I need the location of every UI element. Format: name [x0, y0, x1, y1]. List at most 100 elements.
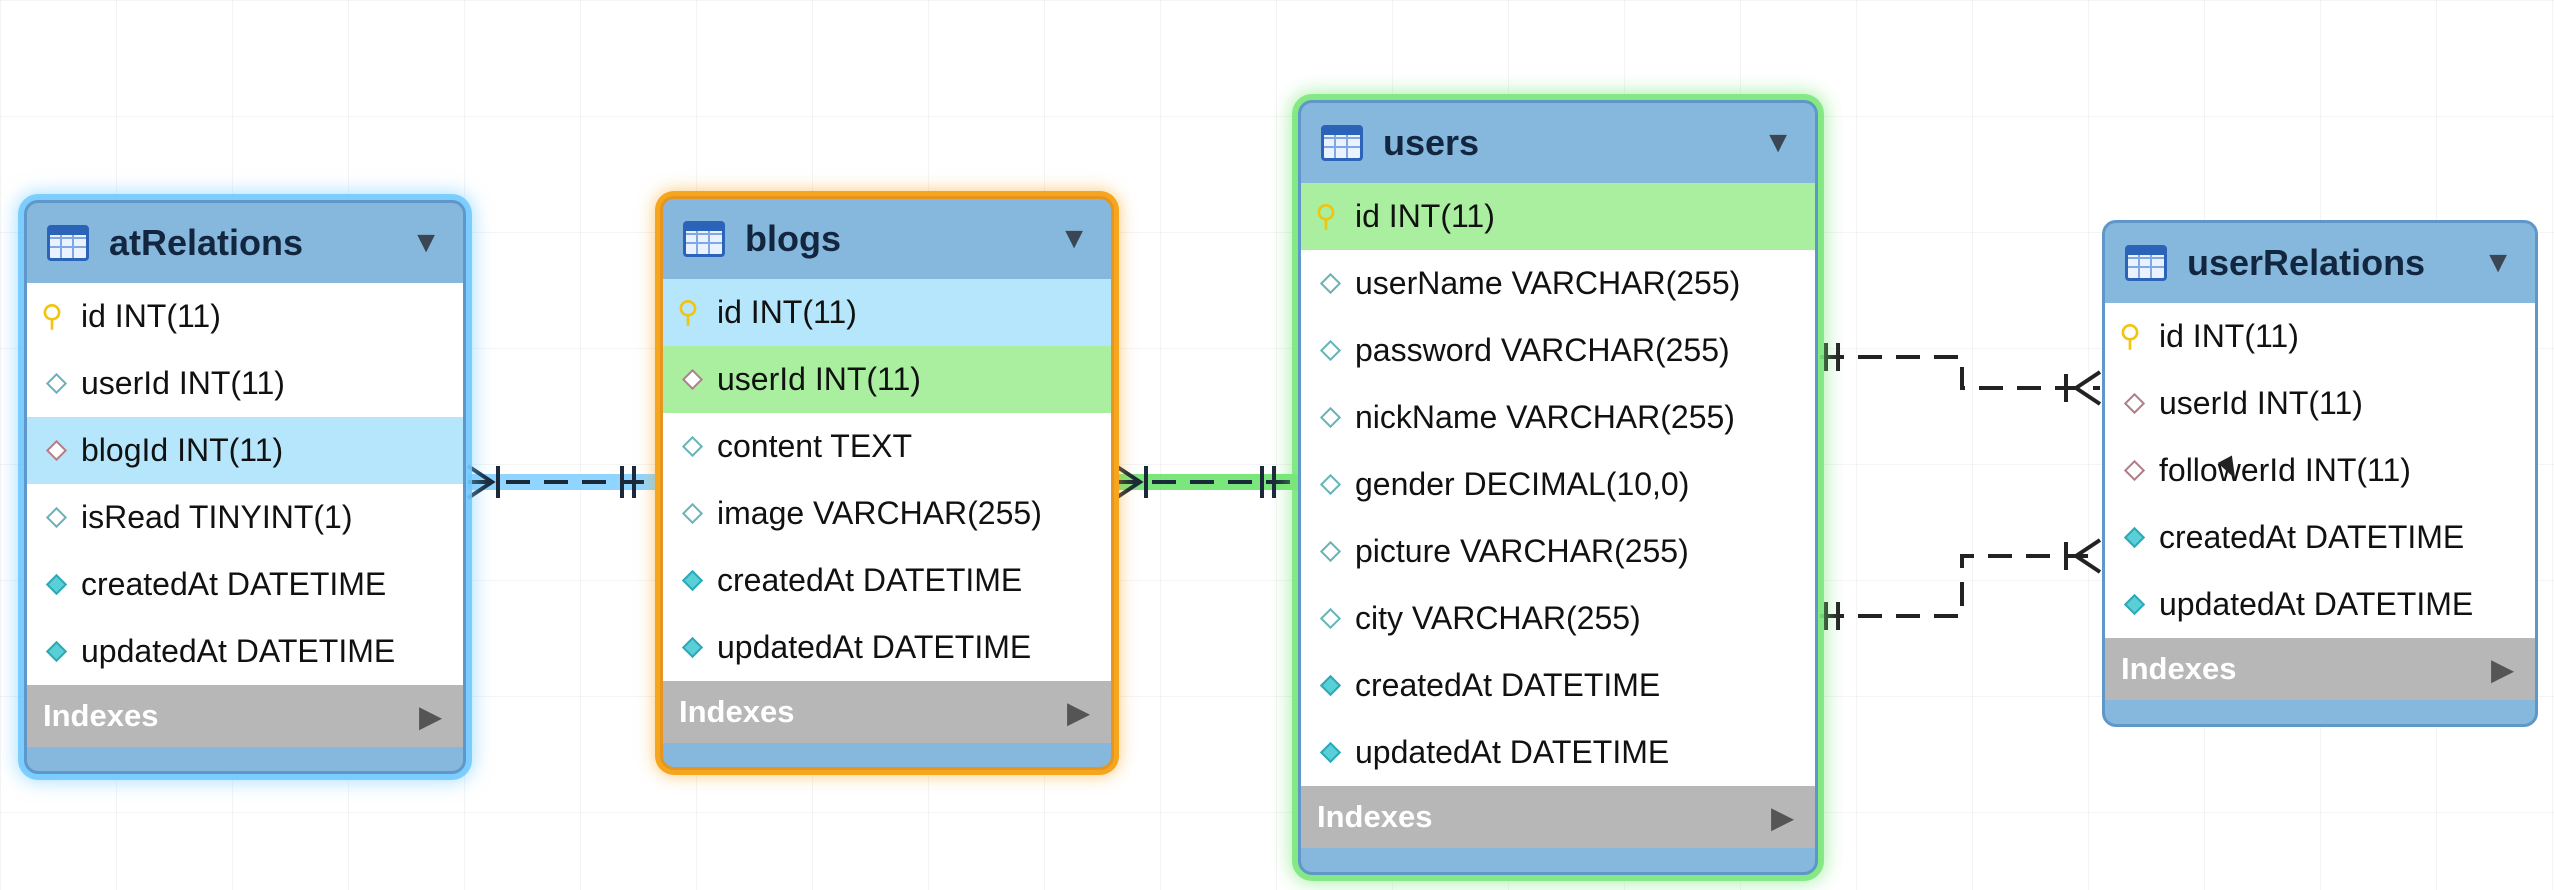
column-label: userId INT(11)	[81, 365, 285, 401]
diamond-icon	[45, 439, 68, 462]
column-row[interactable]: ⚲ id INT(11)	[663, 279, 1111, 346]
column-label: picture VARCHAR(255)	[1355, 533, 1689, 569]
indexes-label: Indexes	[1317, 799, 1433, 834]
table-name: blogs	[745, 218, 841, 259]
column-row[interactable]: isRead TINYINT(1)	[27, 484, 463, 551]
column-row[interactable]: nickName VARCHAR(255)	[1301, 384, 1815, 451]
column-row[interactable]: createdAt DATETIME	[2105, 504, 2535, 571]
column-list: ⚲ id INT(11) userId INT(11) followerId IN…	[2105, 303, 2535, 638]
table-header[interactable]: atRelations ▼	[27, 203, 463, 283]
column-row[interactable]: updatedAt DATETIME	[663, 614, 1111, 681]
triangle-down-icon[interactable]: ▼	[1763, 126, 1793, 159]
diamond-icon	[1319, 406, 1342, 429]
table-header[interactable]: users ▼	[1301, 103, 1815, 183]
column-list: ⚲id INT(11) userId INT(11) blogId INT(11…	[27, 283, 463, 685]
column-row[interactable]: content TEXT	[663, 413, 1111, 480]
key-icon: ⚲	[677, 295, 699, 329]
diamond-icon	[681, 368, 704, 391]
column-list: ⚲id INT(11) userId INT(11) content TEXT …	[663, 279, 1111, 681]
column-label: blogId INT(11)	[81, 432, 284, 468]
column-label: id INT(11)	[1355, 198, 1495, 234]
table-users[interactable]: users ▼ ⚲ id INT(11) userName VARCHAR(255…	[1298, 100, 1818, 875]
diamond-icon	[2123, 526, 2146, 549]
column-label: createdAt DATETIME	[81, 566, 387, 602]
column-row[interactable]: updatedAt DATETIME	[1301, 719, 1815, 786]
column-label: createdAt DATETIME	[2159, 519, 2465, 555]
triangle-right-icon[interactable]: ▶	[1067, 696, 1089, 728]
table-header[interactable]: userRelations ▼	[2105, 223, 2535, 303]
indexes-section[interactable]: Indexes ▶	[27, 685, 463, 747]
table-atrelations[interactable]: atRelations ▼ ⚲id INT(11) userId INT(11)…	[24, 200, 466, 774]
column-label: userId INT(11)	[717, 361, 921, 397]
diamond-icon	[2123, 593, 2146, 616]
table-icon	[47, 225, 89, 261]
column-label: gender DECIMAL(10,0)	[1355, 466, 1690, 502]
column-label: updatedAt DATETIME	[1355, 734, 1670, 770]
column-row[interactable]: ⚲ id INT(11)	[2105, 303, 2535, 370]
column-label: createdAt DATETIME	[1355, 667, 1661, 703]
column-row[interactable]: createdAt DATETIME	[27, 551, 463, 618]
column-row[interactable]: picture VARCHAR(255)	[1301, 518, 1815, 585]
column-label: id INT(11)	[2159, 318, 2299, 354]
column-row[interactable]: password VARCHAR(255)	[1301, 317, 1815, 384]
triangle-right-icon[interactable]: ▶	[2491, 653, 2513, 685]
table-icon	[1321, 125, 1363, 161]
diamond-icon	[1319, 473, 1342, 496]
column-row[interactable]: gender DECIMAL(10,0)	[1301, 451, 1815, 518]
column-row[interactable]: createdAt DATETIME	[1301, 652, 1815, 719]
table-name: atRelations	[109, 222, 304, 263]
diamond-icon	[2123, 392, 2146, 415]
diamond-icon	[1319, 272, 1342, 295]
key-icon: ⚲	[2119, 319, 2141, 353]
table-blogs[interactable]: blogs ▼ ⚲ id INT(11) userId INT(11) conte…	[660, 196, 1114, 770]
column-label: followerId INT(11)	[2159, 452, 2411, 488]
table-icon	[683, 221, 725, 257]
column-label: password VARCHAR(255)	[1355, 332, 1730, 368]
column-row[interactable]: image VARCHAR(255)	[663, 480, 1111, 547]
triangle-down-icon[interactable]: ▼	[2483, 246, 2513, 279]
diamond-icon	[1319, 607, 1342, 630]
column-row[interactable]: updatedAt DATETIME	[27, 618, 463, 685]
column-row[interactable]: followerId INT(11)	[2105, 437, 2535, 504]
diamond-icon	[45, 372, 68, 395]
column-row[interactable]: ⚲id INT(11)	[27, 283, 463, 350]
relationship-users-userrelations-followerid[interactable]	[1820, 538, 2102, 630]
column-row[interactable]: userId INT(11)	[663, 346, 1111, 413]
diamond-icon	[1319, 674, 1342, 697]
triangle-down-icon[interactable]: ▼	[1059, 222, 1089, 255]
triangle-down-icon[interactable]: ▼	[411, 226, 441, 259]
diamond-icon	[45, 640, 68, 663]
table-userrelations[interactable]: userRelations ▼ ⚲ id INT(11) userId INT(1…	[2102, 220, 2538, 727]
indexes-section[interactable]: Indexes ▶	[2105, 638, 2535, 700]
table-name: userRelations	[2187, 242, 2426, 283]
column-label: id INT(11)	[717, 294, 857, 330]
diamond-icon	[681, 569, 704, 592]
column-label: userId INT(11)	[2159, 385, 2363, 421]
column-row[interactable]: userId INT(11)	[27, 350, 463, 417]
relationship-blogs-users[interactable]	[1114, 464, 1300, 500]
key-icon: ⚲	[1315, 199, 1337, 233]
diamond-icon	[45, 573, 68, 596]
table-icon	[2125, 245, 2167, 281]
column-row[interactable]: updatedAt DATETIME	[2105, 571, 2535, 638]
diamond-icon	[681, 636, 704, 659]
column-row[interactable]: userId INT(11)	[2105, 370, 2535, 437]
relationship-users-userrelations-userid[interactable]	[1820, 343, 2102, 406]
column-row[interactable]: city VARCHAR(255)	[1301, 585, 1815, 652]
triangle-right-icon[interactable]: ▶	[419, 700, 441, 732]
diamond-icon	[45, 506, 68, 529]
column-label: updatedAt DATETIME	[81, 633, 396, 669]
column-label: image VARCHAR(255)	[717, 495, 1042, 531]
indexes-section[interactable]: Indexes ▶	[1301, 786, 1815, 848]
column-row[interactable]: userName VARCHAR(255)	[1301, 250, 1815, 317]
indexes-section[interactable]: Indexes ▶	[663, 681, 1111, 743]
column-row[interactable]: blogId INT(11)	[27, 417, 463, 484]
column-row[interactable]: createdAt DATETIME	[663, 547, 1111, 614]
column-row[interactable]: ⚲ id INT(11)	[1301, 183, 1815, 250]
table-header[interactable]: blogs ▼	[663, 199, 1111, 279]
column-label: userName VARCHAR(255)	[1355, 265, 1741, 301]
triangle-right-icon[interactable]: ▶	[1771, 801, 1793, 833]
indexes-label: Indexes	[679, 694, 795, 729]
relationship-atrelations-blogs[interactable]	[466, 464, 662, 500]
